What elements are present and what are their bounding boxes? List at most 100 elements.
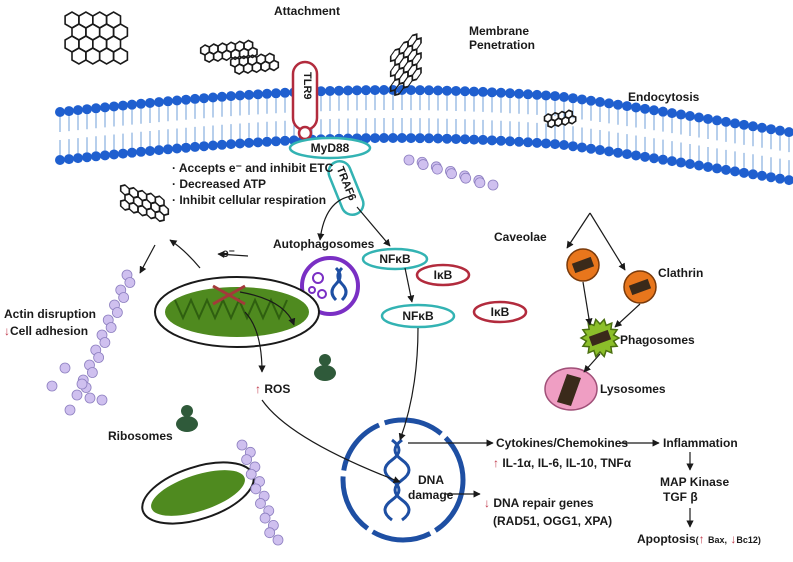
label-electron: e⁻ xyxy=(222,246,236,260)
lipid-head xyxy=(64,154,74,165)
lipid-head xyxy=(235,138,245,149)
lipid-head xyxy=(514,88,524,99)
lipid-head xyxy=(595,145,605,156)
lipid-head xyxy=(766,124,776,135)
lipid-head xyxy=(478,86,488,97)
label-phagosomes: Phagosomes xyxy=(620,333,695,347)
label-repair-genes: DNA repair genes xyxy=(493,496,594,510)
lipid-head xyxy=(604,146,614,157)
ikb-free-shape xyxy=(472,300,528,324)
graphene-sheet xyxy=(543,109,577,129)
lysosome xyxy=(544,367,598,411)
lipid-head xyxy=(253,89,263,100)
lipid-head xyxy=(451,133,461,144)
lipid-head xyxy=(334,85,344,96)
phagosome xyxy=(579,318,621,358)
lipid-head xyxy=(100,102,110,113)
ikb-top-shape xyxy=(415,263,471,287)
down-arrow-icon: ↓ xyxy=(730,532,737,546)
lipid-head xyxy=(757,122,767,133)
lipid-head xyxy=(379,85,389,96)
actin-bead xyxy=(93,352,105,363)
lipid-head xyxy=(532,137,542,148)
actin-bead xyxy=(272,534,284,546)
lipid-head xyxy=(640,151,650,162)
lipid-head xyxy=(316,86,326,97)
actin-bead xyxy=(474,177,486,189)
actin-bead xyxy=(64,404,76,416)
actin-bead xyxy=(59,362,71,374)
lipid-head xyxy=(604,98,614,109)
lipid-head xyxy=(712,163,722,174)
lipid-head xyxy=(118,100,128,111)
label-attachment: Attachment xyxy=(274,4,341,18)
lipid-head xyxy=(343,85,353,96)
lipid-head xyxy=(109,149,119,160)
lipid-head xyxy=(226,139,236,150)
label-ikb-top: IκB xyxy=(433,268,453,282)
lipid-head xyxy=(577,142,587,153)
lipid-head xyxy=(109,101,119,112)
label-ikb-free: IκB xyxy=(490,305,510,319)
lipid-head xyxy=(523,137,533,148)
lipid-head xyxy=(541,138,551,149)
lipid-head xyxy=(559,91,569,102)
lipid-head xyxy=(649,105,659,116)
blocked-x-icon xyxy=(212,284,246,306)
actin-bead xyxy=(46,380,58,392)
lipid-head xyxy=(595,97,605,108)
lipid-head xyxy=(361,133,371,144)
lipid-head xyxy=(685,111,695,122)
label-cell-adhesion-row: ↓Cell adhesion xyxy=(4,324,88,338)
actin-bead xyxy=(417,159,429,170)
label-caveolae: Caveolae xyxy=(494,230,547,244)
lipid-head xyxy=(55,155,65,165)
actin-bead xyxy=(236,439,248,451)
lipid-head xyxy=(676,157,686,168)
actin-bead xyxy=(118,292,130,303)
label-damage: damage xyxy=(408,488,454,502)
mitochondrion-large xyxy=(154,276,320,348)
lipid-head xyxy=(244,89,254,100)
nucleus xyxy=(340,417,466,543)
lipid-head xyxy=(226,91,236,102)
actin-bead xyxy=(255,498,266,509)
lipid-head xyxy=(361,85,371,96)
lipid-head xyxy=(181,142,191,153)
lipid-head xyxy=(217,139,227,150)
lipid-head xyxy=(658,106,668,117)
lipid-head xyxy=(262,136,272,147)
lipid-head xyxy=(406,133,416,144)
lipid-head xyxy=(487,87,497,98)
graphene-sheet xyxy=(389,33,422,97)
actin-bead xyxy=(86,367,98,378)
lipid-head xyxy=(613,99,623,110)
lipid-head xyxy=(694,112,704,123)
actin-bead xyxy=(124,277,136,288)
lipid-head xyxy=(136,98,146,109)
label-lysosomes: Lysosomes xyxy=(600,382,666,396)
ribosome-2 xyxy=(176,405,198,432)
lipid-head xyxy=(613,147,623,158)
myd88-adaptor xyxy=(288,136,372,160)
tlr9-receptor xyxy=(291,60,319,141)
autophagosome xyxy=(300,256,360,316)
label-clathrin: Clathrin xyxy=(658,266,704,280)
lipid-head xyxy=(748,121,758,132)
lipid-head xyxy=(406,85,416,96)
lipid-head xyxy=(658,154,668,165)
lipid-head xyxy=(100,150,110,161)
flow-arrows xyxy=(139,195,694,528)
actin-bead xyxy=(259,512,271,524)
label-ribosomes: Ribosomes xyxy=(108,429,173,443)
lipid-head xyxy=(145,145,155,156)
lipid-head xyxy=(478,134,488,145)
lipid-head xyxy=(568,93,578,104)
lipid-head xyxy=(208,92,218,103)
lipid-head xyxy=(280,135,290,146)
lipid-head xyxy=(64,106,74,117)
lipid-head xyxy=(172,95,182,106)
actin-bead xyxy=(241,454,253,466)
lipid-head xyxy=(262,88,272,99)
